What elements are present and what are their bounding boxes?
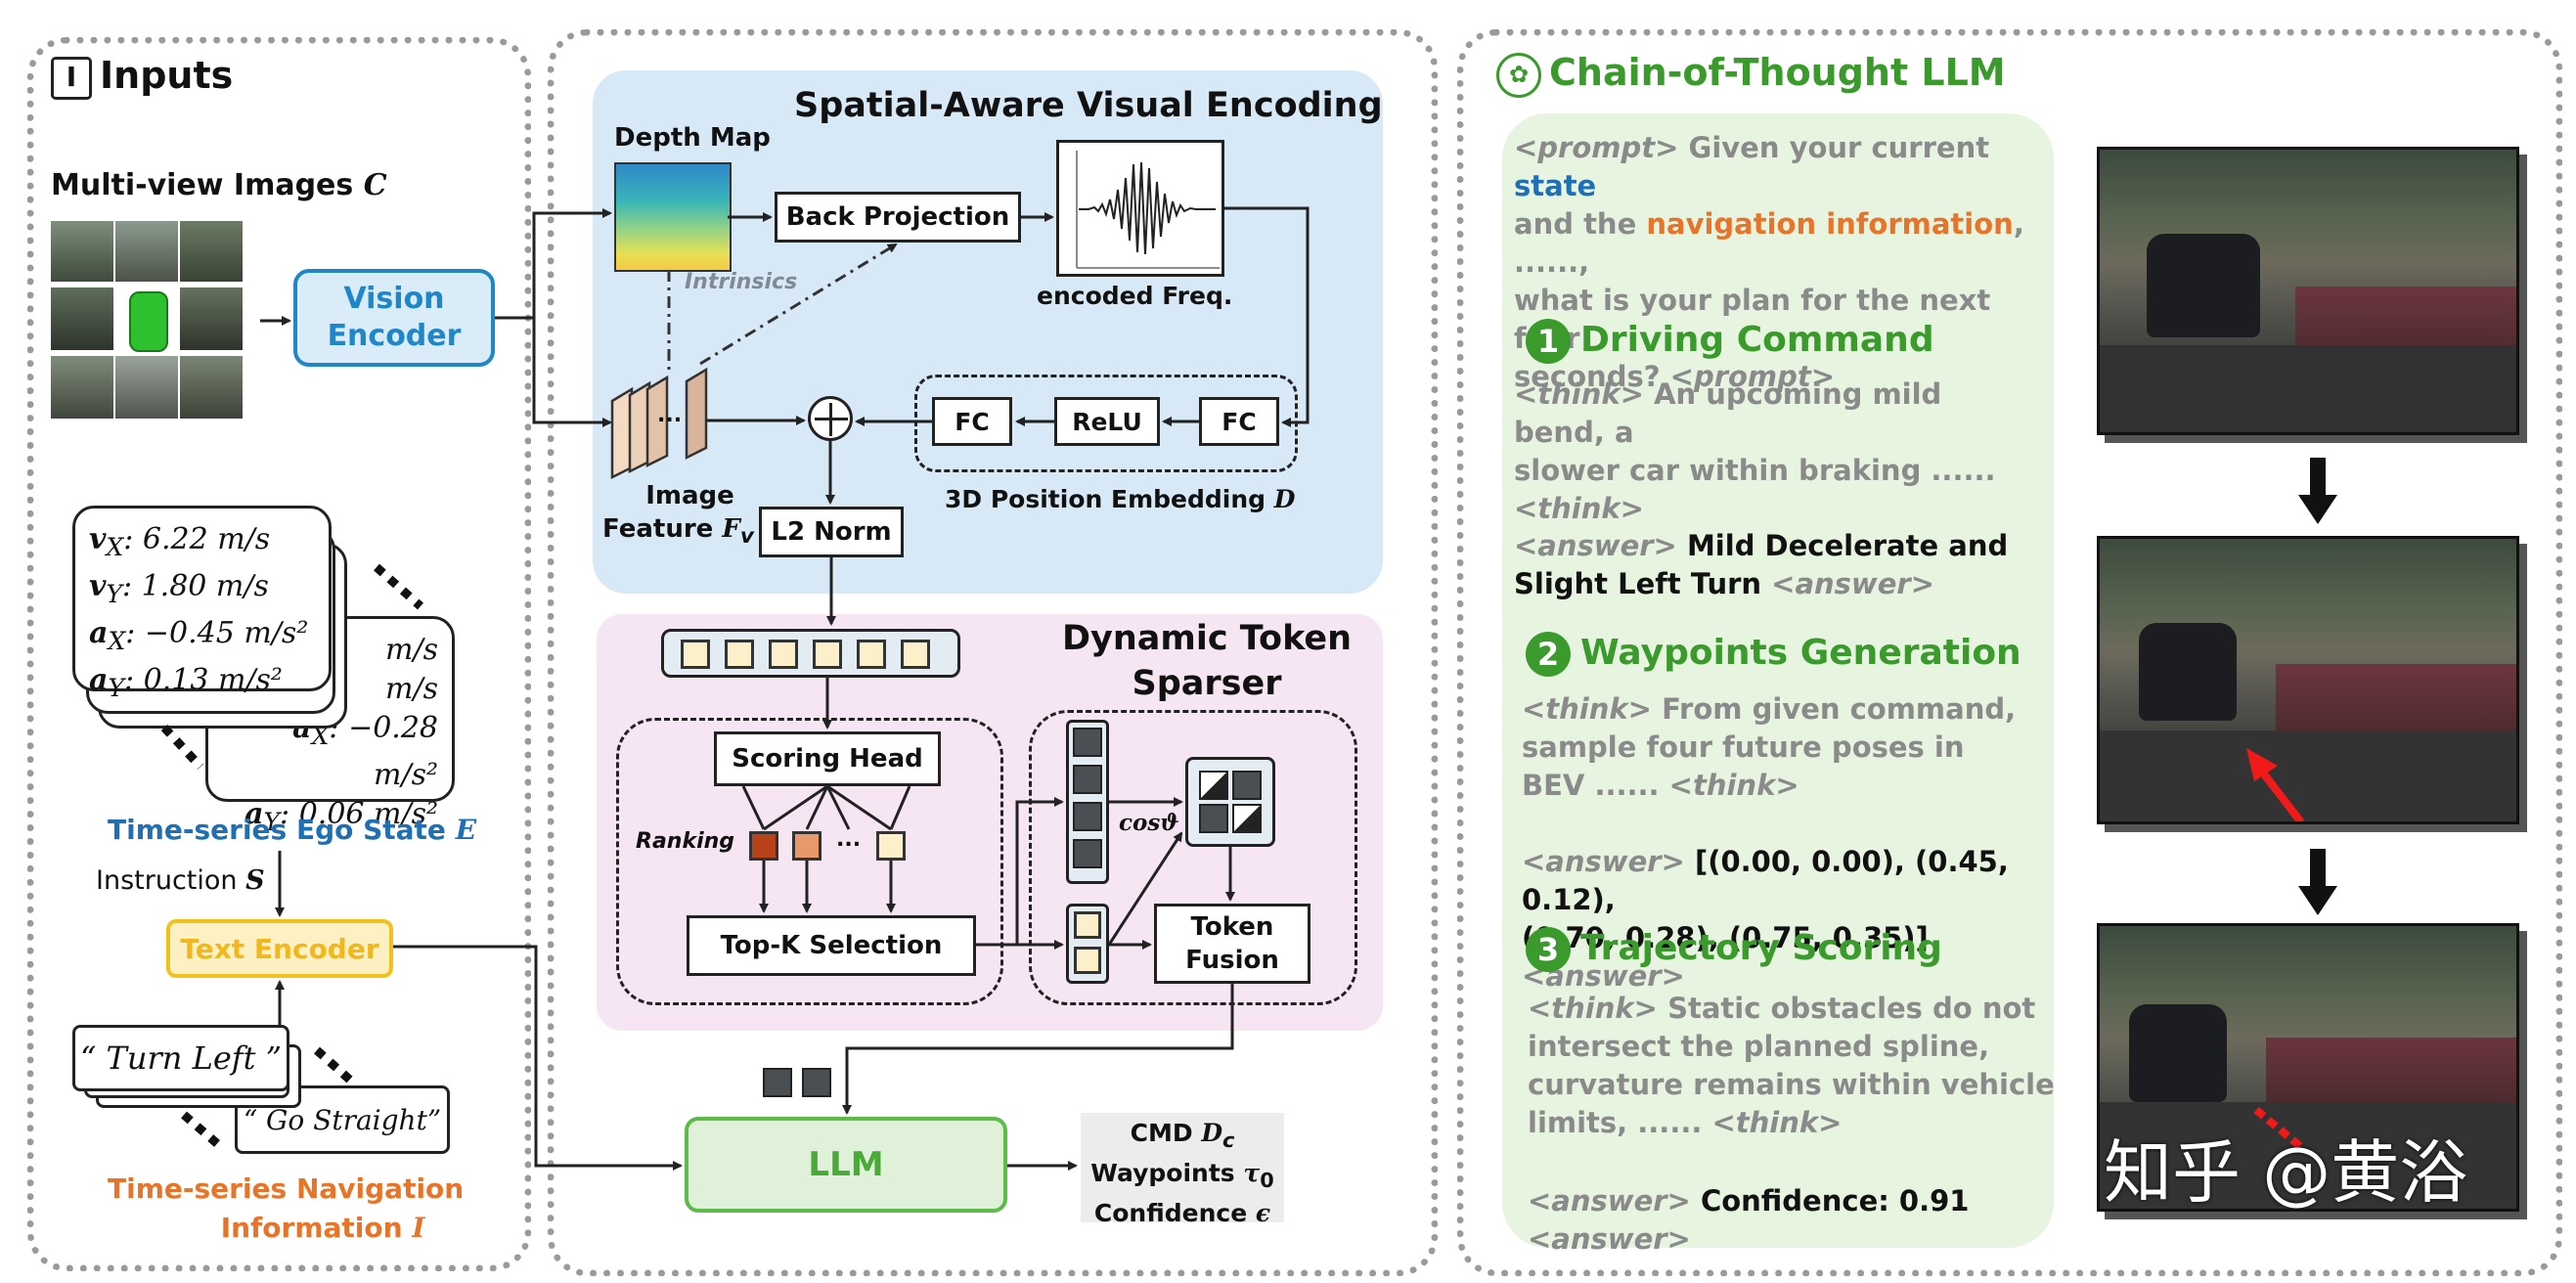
token bbox=[857, 640, 886, 669]
ranked-dots: ... bbox=[836, 827, 862, 852]
fc-box-2: FC bbox=[1199, 397, 1279, 446]
nav-info-label: Time-series Navigation Information I bbox=[108, 1172, 465, 1244]
sve-title: Spatial-Aware Visual Encoding bbox=[794, 86, 1383, 125]
inputs-panel bbox=[27, 37, 531, 1271]
ego-state-label: Time-series Ego State E bbox=[108, 814, 477, 846]
token bbox=[901, 640, 930, 669]
wave-icon bbox=[1076, 151, 1220, 269]
camera-view bbox=[51, 356, 113, 419]
nav-card-front: “ Turn Left ” bbox=[72, 1025, 289, 1091]
image-feature-label: Image Feature Fv bbox=[602, 481, 754, 550]
output-token bbox=[763, 1068, 792, 1097]
red-arrow-icon bbox=[2246, 748, 2305, 821]
dark-token bbox=[1073, 802, 1102, 831]
depth-map-label: Depth Map bbox=[614, 123, 771, 153]
dark-token bbox=[1073, 765, 1102, 794]
ranked-token bbox=[876, 831, 906, 861]
depth-map-image bbox=[614, 162, 732, 272]
inputs-icon: I bbox=[51, 56, 92, 100]
s3-think: <think> Static obstacles do not intersec… bbox=[1528, 992, 2055, 1139]
camera-view bbox=[115, 221, 178, 282]
instruction-label: Instruction S bbox=[96, 865, 265, 896]
token bbox=[769, 640, 798, 669]
ranked-token bbox=[792, 831, 822, 861]
red-trajectory-icon bbox=[2253, 1106, 2304, 1151]
image-feature-maps bbox=[610, 367, 708, 479]
dots-label: ... bbox=[657, 403, 683, 427]
cos-label: cosϑ bbox=[1119, 810, 1179, 836]
add-node-icon bbox=[808, 396, 853, 441]
car-silhouette bbox=[2147, 234, 2260, 337]
camera-view bbox=[51, 221, 113, 282]
back-projection-box: Back Projection bbox=[775, 192, 1021, 243]
dts-title: Dynamic Token Sparser bbox=[1062, 619, 1353, 703]
s3-answer: <answer> Confidence: 0.91 <answer> bbox=[1528, 1184, 1970, 1256]
driving-frame-2 bbox=[2097, 536, 2519, 824]
cot-title: ✿Chain-of-Thought LLM bbox=[1496, 51, 2006, 98]
selected-token bbox=[1074, 947, 1101, 974]
car-silhouette bbox=[2129, 1004, 2227, 1102]
vision-encoder-box: Vision Encoder bbox=[293, 269, 495, 367]
camera-view bbox=[180, 288, 243, 350]
ranking-label: Ranking bbox=[636, 829, 735, 854]
llm-box: LLM bbox=[685, 1117, 1007, 1213]
token bbox=[813, 640, 842, 669]
cot-panel bbox=[1457, 29, 2562, 1276]
encoded-freq-plot bbox=[1056, 140, 1224, 277]
camera-view bbox=[115, 356, 178, 419]
dark-token bbox=[1073, 728, 1102, 757]
token bbox=[725, 640, 754, 669]
red-flowers bbox=[2266, 1038, 2516, 1106]
road bbox=[2100, 1102, 2516, 1209]
ego-car-icon bbox=[129, 291, 168, 352]
pos-embed-label: 3D Position Embedding D bbox=[945, 485, 1296, 513]
watermark: 知乎 @黄浴 bbox=[2104, 1132, 2468, 1212]
multiview-label: Multi-view Images C bbox=[51, 168, 387, 202]
dark-token bbox=[1073, 839, 1102, 868]
scoring-head-box: Scoring Head bbox=[714, 731, 941, 786]
cot-content-panel bbox=[1502, 113, 2054, 1248]
l2-norm-box: L2 Norm bbox=[759, 507, 904, 557]
road bbox=[2100, 345, 2516, 432]
driving-frame-1 bbox=[2097, 147, 2519, 435]
topk-box: Top-K Selection bbox=[687, 915, 976, 976]
road bbox=[2100, 730, 2516, 821]
s2-answer: <answer> [(0.00, 0.00), (0.45, 0.12), (0… bbox=[1522, 845, 2009, 993]
text-encoder-box: Text Encoder bbox=[166, 919, 393, 978]
ranked-token bbox=[749, 831, 778, 861]
fc-box-1: FC bbox=[932, 397, 1012, 446]
token-fusion-box: Token Fusion bbox=[1154, 904, 1310, 984]
multiview-images bbox=[51, 221, 260, 419]
relu-box: ReLU bbox=[1054, 397, 1160, 446]
s1-think: <think> An upcoming mild bend, a slower … bbox=[1514, 377, 1996, 525]
matrix-icon bbox=[1199, 771, 1262, 833]
encoded-freq-label: encoded Freq. bbox=[1037, 282, 1233, 310]
camera-view bbox=[180, 221, 243, 282]
output-token bbox=[802, 1068, 831, 1097]
s1-answer: <answer> Mild Decelerate and Slight Left… bbox=[1514, 529, 2009, 600]
s2-think: <think> From given command, sample four … bbox=[1522, 692, 2017, 802]
intrinsics-label: Intrinsics bbox=[685, 270, 798, 294]
driving-frame-3: 知乎 @黄浴 bbox=[2097, 923, 2519, 1212]
llm-outputs: CMD Dc Waypoints τ0 Confidence ϵ bbox=[1081, 1113, 1284, 1227]
camera-view bbox=[51, 288, 113, 350]
ego-state-card-front: vX: 6.22 m/s vY: 1.80 m/s aX: −0.45 m/s²… bbox=[72, 506, 332, 702]
brain-icon: ✿ bbox=[1496, 52, 1541, 98]
camera-view bbox=[180, 356, 243, 419]
similarity-matrix bbox=[1185, 757, 1275, 847]
token bbox=[681, 640, 710, 669]
car-silhouette bbox=[2139, 623, 2237, 721]
selected-token bbox=[1074, 911, 1101, 939]
encoder-panel bbox=[548, 29, 1438, 1276]
red-flowers bbox=[2276, 664, 2516, 738]
